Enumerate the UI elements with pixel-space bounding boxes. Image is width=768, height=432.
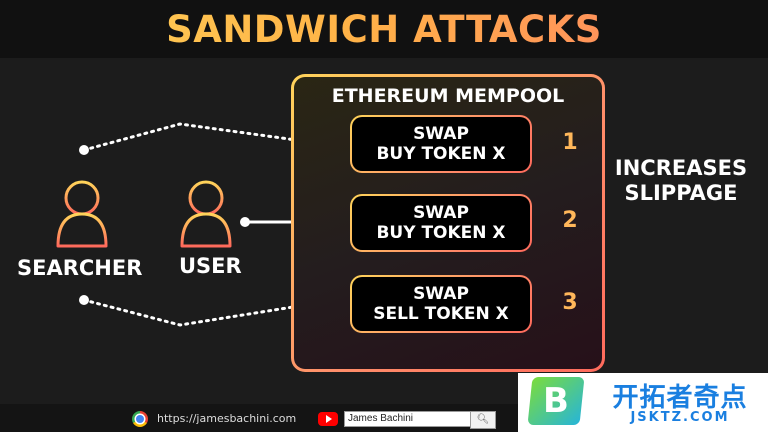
transaction-1-order: 1 [562,130,578,155]
watermark-logo: B [527,377,585,425]
searcher-person-icon [56,180,108,248]
user-label: USER [179,254,242,278]
chrome-browser-icon [132,411,148,427]
watermark-logo-letter: B [543,381,569,421]
transaction-3-line1: SWAP [413,284,469,304]
page-title: SANDWICH ATTACKS [0,8,768,51]
transaction-box-2: SWAP BUY TOKEN X [350,194,532,252]
transaction-2-order: 2 [562,208,578,233]
transaction-2-line2: BUY TOKEN X [376,223,506,243]
transaction-2-line1: SWAP [413,203,469,223]
side-note-line1: INCREASES [614,156,748,180]
transaction-3-order: 3 [562,290,578,315]
transaction-1-line1: SWAP [413,124,469,144]
watermark-domain: JSKTZ.COM [630,410,730,425]
watermark-chinese-text: 开拓者奇点 [612,383,748,413]
transaction-box-3: SWAP SELL TOKEN X [350,275,532,333]
transaction-box-1: SWAP BUY TOKEN X [350,115,532,173]
transaction-1-line2: BUY TOKEN X [376,144,506,164]
title-bar: SANDWICH ATTACKS [0,0,768,58]
watermark: B 开拓者奇点 JSKTZ.COM [518,373,768,432]
searcher-label: SEARCHER [17,256,143,280]
user-person-icon [180,180,232,248]
website-url[interactable]: https://jamesbachini.com [157,412,297,425]
search-icon[interactable]: 🔍︎ [470,411,496,429]
youtube-search-input[interactable]: James Bachini [344,411,473,427]
transaction-3-line2: SELL TOKEN X [373,304,509,324]
youtube-icon [318,412,338,426]
side-note: INCREASES SLIPPAGE [608,156,754,206]
mempool-container: ETHEREUM MEMPOOL SWAP BUY TOKEN X 1 SWAP… [291,74,605,372]
mempool-title: ETHEREUM MEMPOOL [331,85,565,107]
side-note-line2: SLIPPAGE [624,181,738,205]
